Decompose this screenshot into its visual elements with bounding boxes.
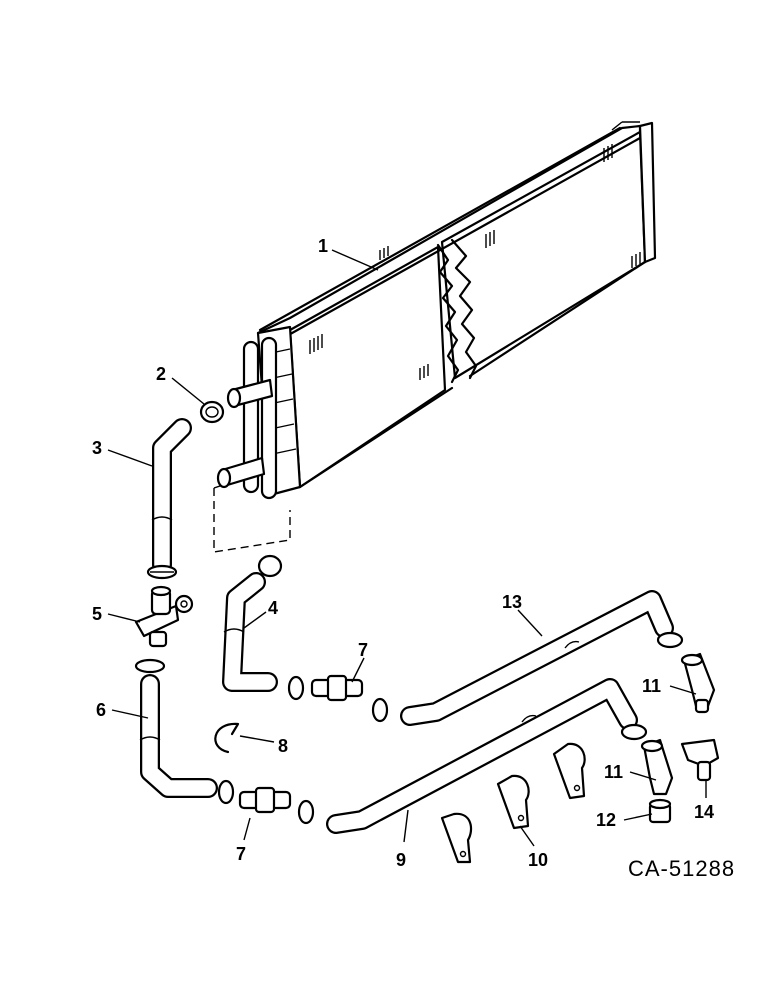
valve-fitting-14 xyxy=(680,738,720,782)
callout-14: 14 xyxy=(694,802,714,822)
coupler-7-upper xyxy=(287,674,389,723)
hose-clamp-6-upper xyxy=(134,658,166,674)
elbow-fitting-11-lower xyxy=(640,738,674,796)
drawing-number: CA-51288 xyxy=(628,856,735,881)
hose-clamp-2 xyxy=(199,400,225,424)
callout-6: 6 xyxy=(96,700,106,720)
hose-3 xyxy=(151,418,192,575)
callout-10: 10 xyxy=(528,850,548,870)
hose-clamp-3-lower xyxy=(146,564,178,580)
callout-8: 8 xyxy=(278,736,288,756)
valve-5 xyxy=(134,585,194,648)
leader-lines xyxy=(107,249,707,847)
callout-7-upper: 7 xyxy=(358,640,368,660)
hose-9 xyxy=(326,678,648,834)
callout-12: 12 xyxy=(596,810,616,830)
callout-labels: 1 2 3 4 5 6 7 8 7 9 10 11 11 12 13 14 xyxy=(92,236,714,870)
heater-core xyxy=(216,121,657,500)
callout-11-lower: 11 xyxy=(604,762,623,782)
callout-13: 13 xyxy=(502,592,522,612)
callout-2: 2 xyxy=(156,364,166,384)
dashed-connector xyxy=(213,483,291,553)
callout-7-lower: 7 xyxy=(236,844,246,864)
callout-1: 1 xyxy=(318,236,328,256)
callout-11-upper: 11 xyxy=(642,676,661,696)
hose-4 xyxy=(222,554,283,692)
coupler-7-lower xyxy=(217,779,315,825)
fitting-12 xyxy=(648,798,672,824)
p-clips-10 xyxy=(440,742,586,864)
fin-hatching xyxy=(309,144,641,380)
callout-3: 3 xyxy=(92,438,102,458)
hose-13 xyxy=(400,590,684,726)
callout-4: 4 xyxy=(268,598,278,618)
callout-5: 5 xyxy=(92,604,102,624)
elbow-fitting-11-upper xyxy=(680,652,716,714)
spring-clip-8 xyxy=(214,722,240,754)
hose-6 xyxy=(139,674,218,798)
callout-9: 9 xyxy=(396,850,406,870)
